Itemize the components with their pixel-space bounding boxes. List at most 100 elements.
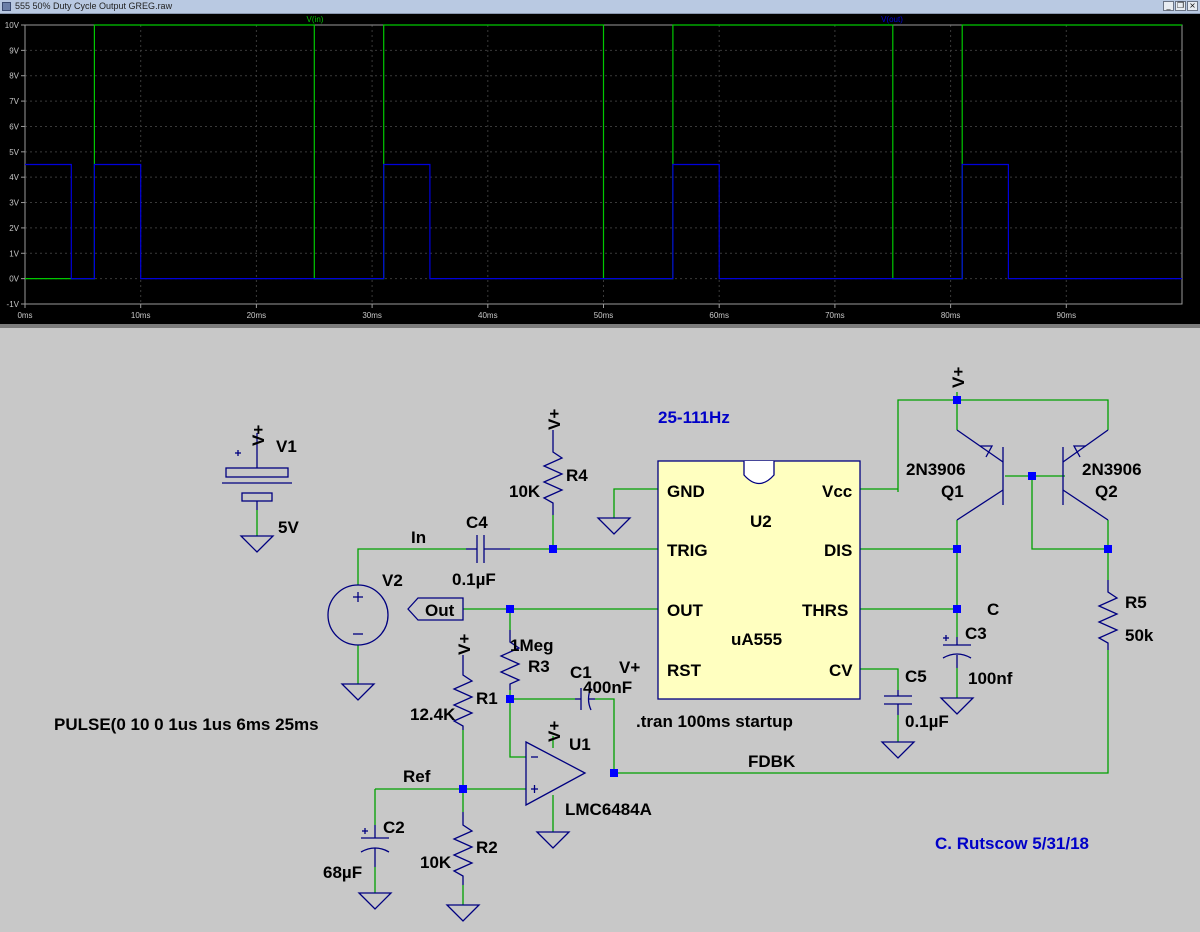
resistor-r3[interactable] bbox=[499, 630, 521, 690]
c1-name: C1 bbox=[570, 663, 592, 682]
ground-symbol-u1 bbox=[535, 831, 571, 849]
opamp-u1-body[interactable] bbox=[525, 740, 587, 807]
wire-vplus-q-emitters bbox=[897, 399, 1109, 492]
pin-gnd: GND bbox=[667, 482, 705, 501]
resistor-r4[interactable] bbox=[542, 440, 564, 515]
q2-model: 2N3906 bbox=[1082, 460, 1142, 479]
pin-rst: RST bbox=[667, 661, 702, 680]
node-dis bbox=[953, 545, 961, 553]
v1-name: V1 bbox=[276, 437, 297, 456]
ground-symbol-r2 bbox=[445, 904, 481, 922]
c2-name: C2 bbox=[383, 818, 405, 837]
c3-value: 100nf bbox=[968, 669, 1013, 688]
vplus-v1-label: V+ bbox=[249, 425, 268, 446]
wire-c1-right bbox=[595, 698, 615, 773]
c5-name: C5 bbox=[905, 667, 927, 686]
out-port-flag[interactable] bbox=[407, 597, 464, 621]
c1-plate-right bbox=[587, 687, 592, 711]
y-tick-label: 8V bbox=[9, 72, 19, 81]
x-tick-label: 30ms bbox=[362, 311, 382, 320]
freq-comment: 25-111Hz bbox=[658, 408, 730, 427]
x-tick-label: 70ms bbox=[825, 311, 845, 320]
v1-plate-long bbox=[225, 467, 289, 478]
ground-symbol-c5 bbox=[880, 741, 916, 759]
y-tick-label: 0V bbox=[9, 275, 19, 284]
minimize-button[interactable]: _ bbox=[1163, 1, 1174, 11]
net-in-label: In bbox=[411, 528, 426, 547]
c4-value: 0.1µF bbox=[452, 570, 496, 589]
pin-vcc: Vcc bbox=[822, 482, 852, 501]
ic-u2-notch bbox=[743, 461, 775, 485]
c2-value: 68µF bbox=[323, 863, 362, 882]
window-title: 555 50% Duty Cycle Output GREG.raw bbox=[15, 1, 173, 11]
r4-name: R4 bbox=[566, 466, 588, 485]
vplus-top-label: V+ bbox=[949, 367, 968, 388]
v2-source-circle[interactable] bbox=[327, 584, 389, 646]
resistor-r1[interactable] bbox=[452, 665, 474, 730]
y-tick-label: 6V bbox=[9, 122, 19, 131]
close-button[interactable]: × bbox=[1187, 1, 1198, 11]
net-c-label: C bbox=[987, 600, 999, 619]
x-tick-label: 90ms bbox=[1057, 311, 1077, 320]
ground-symbol-gnd-pin bbox=[596, 517, 632, 535]
r3-value: 1Meg bbox=[510, 636, 553, 655]
rst-vplus-label: V+ bbox=[619, 658, 640, 677]
y-tick-label: 4V bbox=[9, 173, 19, 182]
q1-collector-leg bbox=[956, 489, 1004, 521]
resistor-r2[interactable] bbox=[452, 812, 474, 885]
junction-nodes bbox=[459, 396, 1112, 793]
wire-base-q2collector bbox=[1031, 476, 1108, 550]
pane-divider[interactable] bbox=[0, 324, 1200, 328]
pin-thrs: THRS bbox=[802, 601, 848, 620]
net-ref-label: Ref bbox=[403, 767, 431, 786]
pin-cv: CV bbox=[829, 661, 853, 680]
x-tick-label: 0ms bbox=[17, 311, 32, 320]
schematic-canvas[interactable]: 25-111Hz V+ V+ V+ V+ V+ V1 5V R4 10K C4 … bbox=[0, 328, 1200, 932]
ground-symbol-v1 bbox=[239, 535, 275, 553]
trace-legend-label[interactable]: V(out) bbox=[881, 15, 903, 24]
q1-model: 2N3906 bbox=[906, 460, 966, 479]
vplus-r4-label: V+ bbox=[545, 409, 564, 430]
y-tick-label: 9V bbox=[9, 46, 19, 55]
ic-u2-body[interactable] bbox=[657, 460, 861, 700]
node-thrs bbox=[953, 605, 961, 613]
y-tick-label: 5V bbox=[9, 148, 19, 157]
r3-name: R3 bbox=[528, 657, 550, 676]
node-base bbox=[1028, 472, 1036, 480]
sim-directive[interactable]: .tran 100ms startup bbox=[636, 712, 793, 731]
r1-name: R1 bbox=[476, 689, 498, 708]
plot-traces bbox=[25, 24, 1182, 280]
node-r3c1 bbox=[506, 695, 514, 703]
resistor-r5[interactable] bbox=[1097, 580, 1119, 650]
x-tick-label: 60ms bbox=[709, 311, 729, 320]
wire-r3-c1 bbox=[509, 690, 575, 700]
node-out bbox=[506, 605, 514, 613]
c3-name: C3 bbox=[965, 624, 987, 643]
restore-button[interactable]: ❐ bbox=[1175, 1, 1186, 11]
u1-value: LMC6484A bbox=[565, 800, 652, 819]
pin-trig: TRIG bbox=[667, 541, 708, 560]
node-fdbk bbox=[610, 769, 618, 777]
window-titlebar: 555 50% Duty Cycle Output GREG.raw _ ❐ × bbox=[0, 0, 1200, 14]
r5-value: 50k bbox=[1125, 626, 1154, 645]
wire-q1-collector-dis bbox=[860, 520, 958, 550]
vplus-r1-label: V+ bbox=[455, 634, 474, 655]
net-fdbk-label: FDBK bbox=[748, 752, 796, 771]
pin-dis: DIS bbox=[824, 541, 852, 560]
u2-value: uA555 bbox=[731, 630, 782, 649]
c5-value: 0.1µF bbox=[905, 712, 949, 731]
r4-value: 10K bbox=[509, 482, 541, 501]
x-tick-label: 50ms bbox=[594, 311, 614, 320]
q2-emitter-arrow bbox=[1072, 445, 1086, 458]
trace-legend-label[interactable]: V(in) bbox=[307, 15, 324, 24]
net-out-label: Out bbox=[425, 601, 455, 620]
pin-out: OUT bbox=[667, 601, 704, 620]
node-trig bbox=[549, 545, 557, 553]
q1-name: Q1 bbox=[941, 482, 964, 501]
wire-in bbox=[357, 548, 466, 585]
v1-value: 5V bbox=[278, 518, 299, 537]
trace-vout[interactable] bbox=[25, 163, 1182, 280]
x-tick-label: 80ms bbox=[941, 311, 961, 320]
